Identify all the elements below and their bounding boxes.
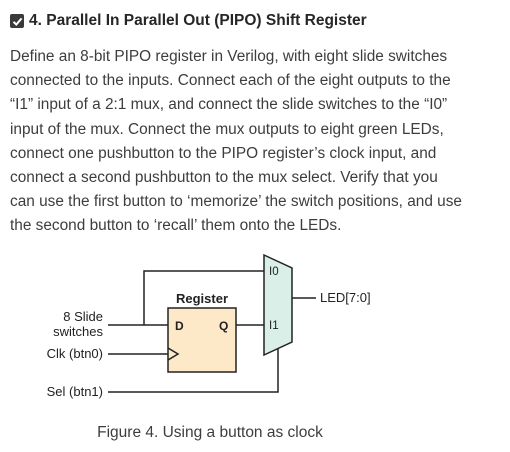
paragraph-line: input of the mux. Connect the mux output… [10,120,444,138]
sel-label: Sel (btn1) [47,384,103,399]
select-wire [108,349,279,393]
wires [108,270,316,393]
register-block [167,307,237,373]
instructions-paragraph: Define an 8-bit PIPO register in Verilog… [10,45,502,239]
d-pin-label: D [175,319,184,333]
mux-block [263,253,293,357]
led-output-label: LED[7:0] [320,290,371,305]
q-pin-label: Q [219,319,228,333]
switches-label-line1: 8 Slide [63,309,103,324]
checkbox-checked-icon [10,14,24,28]
paragraph-line: connect a second pushbutton to the mux s… [10,169,438,187]
section-title: 4. Parallel In Parallel Out (PIPO) Shift… [29,12,367,29]
section-heading: 4. Parallel In Parallel Out (PIPO) Shift… [10,12,367,30]
clock-triangle-icon [167,347,180,361]
paragraph-line: the second button to ‘recall’ them onto … [10,217,342,235]
switches-label-line2: switches [53,324,103,339]
paragraph-line: connected to the inputs. Connect each of… [10,72,451,90]
figure-caption: Figure 4. Using a button as clock [97,424,323,441]
paragraph-line: “I1” input of a 2:1 mux, and connect the… [10,96,448,114]
mux-i0-label: I0 [269,266,279,278]
paragraph-line: Define an 8-bit PIPO register in Verilog… [10,48,448,65]
paragraph-line: connect one pushbutton to the PIPO regis… [10,144,437,162]
register-label: Register [176,291,228,306]
mux-i1-label: I1 [269,320,279,332]
paragraph-line: can use the first button to ‘memorize’ t… [10,193,462,211]
clk-label: Clk (btn0) [47,346,103,361]
i0-wire [143,270,264,325]
